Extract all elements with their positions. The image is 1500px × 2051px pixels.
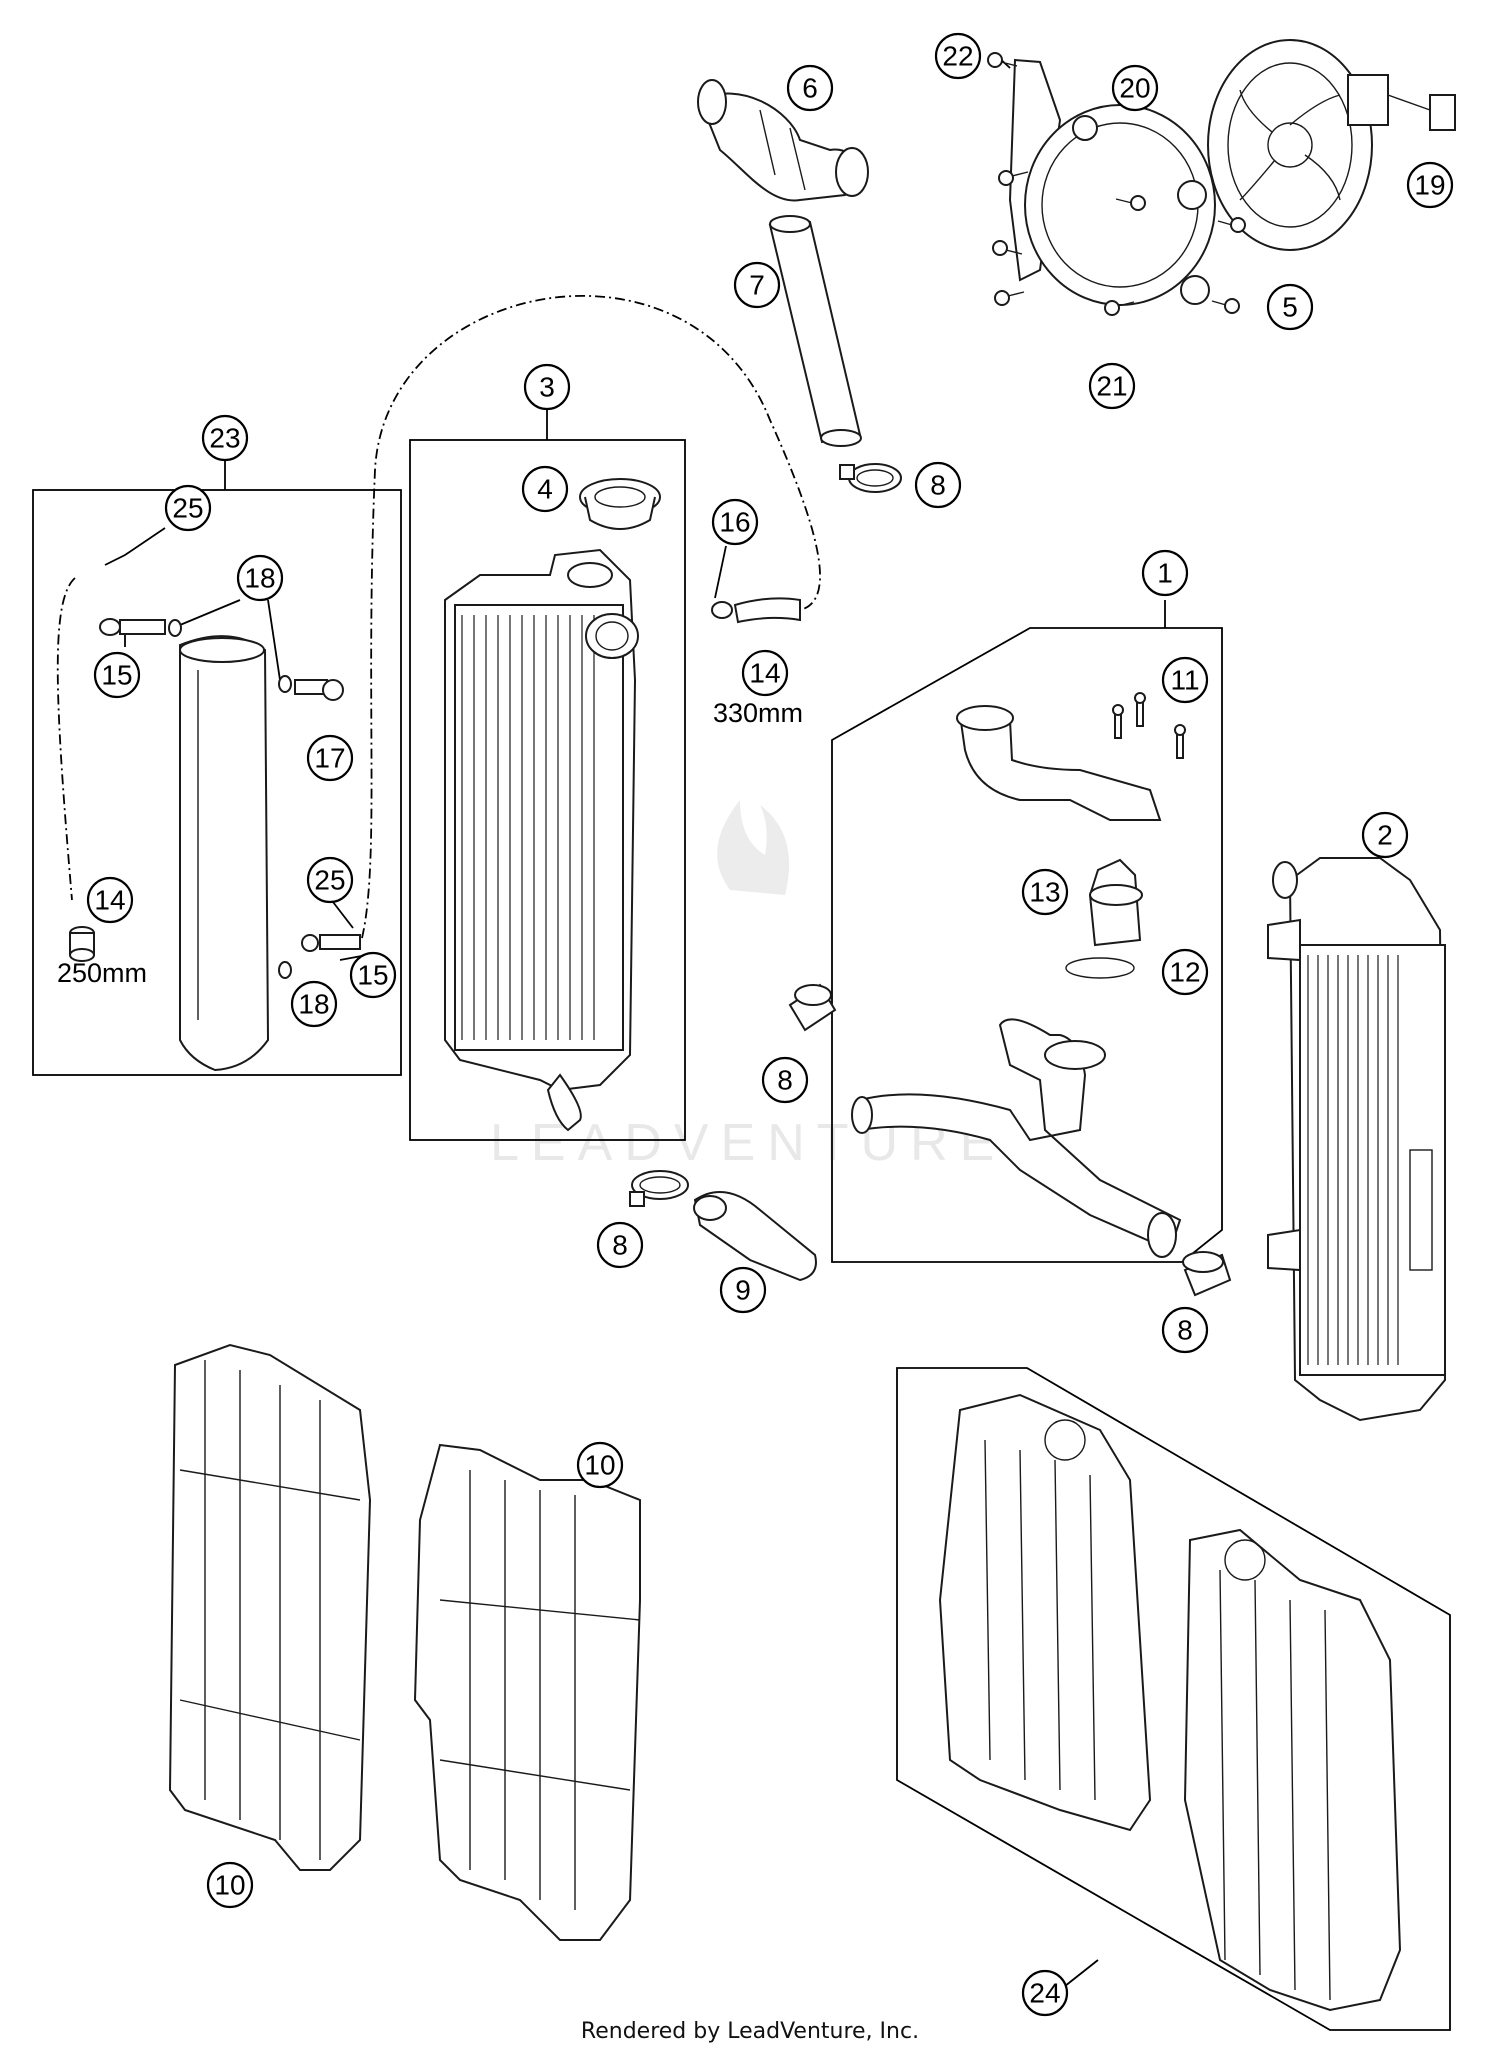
- svg-text:19: 19: [1414, 170, 1445, 201]
- fan-19: [1207, 39, 1456, 251]
- callout-18b: 18: [290, 980, 338, 1028]
- sleeve-8-right: [1182, 1251, 1232, 1297]
- box-23: [32, 489, 402, 1076]
- svg-text:3: 3: [539, 372, 555, 403]
- callout-15a: 15: [93, 651, 141, 699]
- callout-8a: 8: [914, 461, 962, 509]
- callout-10a: 10: [576, 1441, 624, 1489]
- footer-credit: Rendered by LeadVenture, Inc.: [581, 2019, 919, 2044]
- callout-14b: 14: [86, 876, 134, 924]
- svg-text:8: 8: [930, 470, 946, 501]
- callout-20: 20: [1111, 64, 1159, 112]
- svg-text:20: 20: [1119, 73, 1150, 104]
- box-1: [831, 627, 1223, 1263]
- callout-6: 6: [786, 64, 834, 112]
- expansion-tank: [179, 635, 270, 1072]
- hose-250mm-path: [56, 577, 76, 901]
- clamp-8-left: [629, 1170, 689, 1207]
- svg-text:6: 6: [802, 73, 818, 104]
- callout-17: 17: [306, 734, 354, 782]
- callout-10b: 10: [206, 1861, 254, 1909]
- hose-9: [693, 1191, 817, 1282]
- svg-text:23: 23: [209, 423, 240, 454]
- hose-330mm-path: [361, 295, 821, 939]
- svg-text:5: 5: [1282, 292, 1298, 323]
- svg-text:18: 18: [244, 563, 275, 594]
- callout-24: 24: [1021, 1969, 1069, 2017]
- svg-text:25: 25: [314, 865, 345, 896]
- svg-text:14: 14: [749, 658, 780, 689]
- pipe-7: [768, 215, 862, 447]
- callout-5: 5: [1266, 283, 1314, 331]
- svg-text:11: 11: [1170, 665, 1199, 696]
- radiator-cap-4: [579, 478, 661, 530]
- radiator-2: [1267, 857, 1447, 1422]
- svg-text:12: 12: [1169, 957, 1200, 988]
- svg-text:21: 21: [1096, 371, 1127, 402]
- callout-8c: 8: [596, 1221, 644, 1269]
- svg-text:9: 9: [735, 1275, 751, 1306]
- svg-text:10: 10: [584, 1450, 615, 1481]
- louver-set-24: [938, 1393, 1402, 2012]
- fan-shroud-20: [1008, 58, 1216, 306]
- svg-text:22: 22: [942, 41, 973, 72]
- callout-9: 9: [719, 1266, 767, 1314]
- callout-12: 12: [1161, 948, 1209, 996]
- svg-text:13: 13: [1029, 877, 1060, 908]
- dim-330mm: 330mm: [713, 698, 803, 728]
- sleeve-8-mid: [788, 983, 837, 1032]
- hose-14-330: [711, 597, 801, 624]
- callout-2: 2: [1361, 811, 1409, 859]
- svg-text:15: 15: [101, 660, 132, 691]
- callout-4: 4: [521, 465, 569, 513]
- svg-text:15: 15: [357, 960, 388, 991]
- box-24: [896, 1367, 1451, 2031]
- svg-text:16: 16: [719, 507, 750, 538]
- thermostat-housing-parts: [851, 692, 1186, 1258]
- fittings-15-17-18-25: [69, 618, 361, 979]
- svg-text:18: 18: [298, 989, 329, 1020]
- upper-hose-6: [697, 79, 869, 202]
- callout-19: 19: [1406, 161, 1454, 209]
- leader-lines: [104, 54, 1166, 1991]
- svg-text:10: 10: [214, 1870, 245, 1901]
- dim-250mm: 250mm: [57, 958, 147, 988]
- callout-15b: 15: [349, 951, 397, 999]
- callout-23: 23: [201, 414, 249, 462]
- svg-text:25: 25: [172, 493, 203, 524]
- callout-8b: 8: [761, 1056, 809, 1104]
- callout-3: 3: [523, 363, 571, 411]
- louver-10-left: [168, 1343, 372, 1871]
- svg-text:7: 7: [749, 270, 765, 301]
- svg-text:24: 24: [1029, 1978, 1060, 2009]
- svg-text:4: 4: [537, 474, 553, 505]
- callout-25b: 25: [306, 856, 354, 904]
- callout-22: 22: [934, 32, 982, 80]
- clamp-8-top: [839, 463, 902, 493]
- callout-25a: 25: [164, 484, 212, 532]
- callout-1: 1: [1141, 549, 1189, 597]
- callout-14a: 14: [741, 649, 789, 697]
- callout-13: 13: [1021, 868, 1069, 916]
- svg-text:17: 17: [314, 743, 345, 774]
- louver-10-right: [413, 1443, 641, 1941]
- svg-text:1: 1: [1157, 558, 1173, 589]
- callout-18a: 18: [236, 554, 284, 602]
- svg-text:2: 2: [1377, 820, 1393, 851]
- screws-5-21-22: [987, 52, 1246, 316]
- callout-7: 7: [733, 261, 781, 309]
- svg-text:14: 14: [94, 885, 125, 916]
- svg-text:8: 8: [777, 1065, 793, 1096]
- callout-11: 11: [1161, 656, 1209, 704]
- radiator-3: [444, 548, 639, 1132]
- svg-text:8: 8: [612, 1230, 628, 1261]
- callout-8d: 8: [1161, 1306, 1209, 1354]
- callout-21: 21: [1088, 362, 1136, 410]
- callout-16: 16: [711, 498, 759, 546]
- svg-text:8: 8: [1177, 1315, 1193, 1346]
